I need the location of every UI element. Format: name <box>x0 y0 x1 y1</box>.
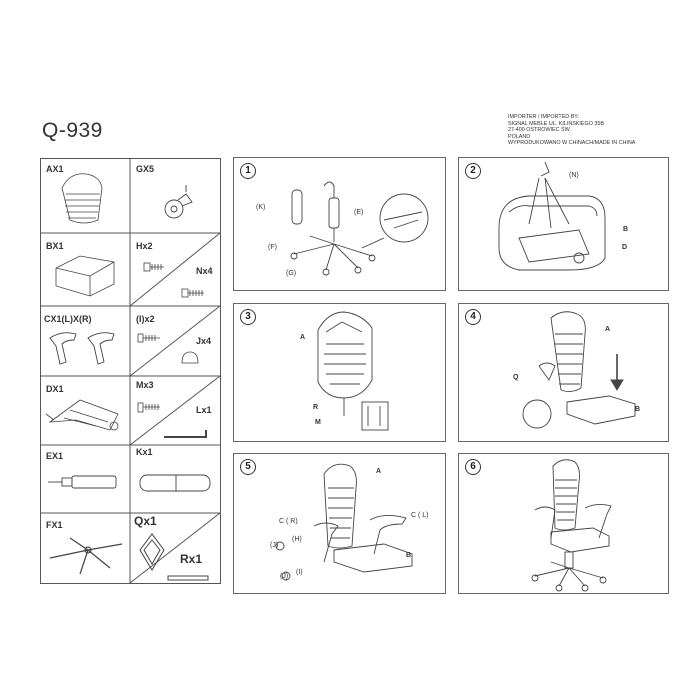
label-n: (N) <box>569 172 579 179</box>
cover-plate-part-icon <box>139 533 209 581</box>
importer-line: IMPORTER / IMPORTED BY: <box>508 114 580 120</box>
hex-key-part-icon <box>137 402 207 438</box>
product-model-title: Q-939 <box>42 119 103 142</box>
step-4-diagram <box>522 311 636 429</box>
label-a: A <box>300 334 306 341</box>
part-label-cx1: CX1(L)X(R) <box>44 314 92 324</box>
importer-line: WYPRODUKOWANO W CHINACH/MADE IN CHINA <box>508 140 636 147</box>
step-2-panel: 2 (N) B D <box>458 157 669 291</box>
part-label-kx1: Kx1 <box>136 447 153 457</box>
parts-list: AX1 GX5 BX1 Hx2 Nx4 CX1(L)X(R) (I)x2 Jx4… <box>40 158 221 584</box>
step-6-panel: 6 <box>458 453 669 594</box>
part-label-bx1: BX1 <box>46 241 64 251</box>
part-label-jx4: Jx4 <box>196 336 212 346</box>
step-5-diagram <box>275 463 413 581</box>
label-e: (E) <box>354 209 364 216</box>
step-1-panel: 1 (K) (E) (F) (G) <box>233 157 446 291</box>
label-c-right: C ( R) <box>279 518 298 525</box>
label-k: (K) <box>256 204 266 211</box>
part-label-lx1: Lx1 <box>196 405 212 415</box>
label-j-top: (J) <box>270 542 279 549</box>
label-a: A <box>605 326 611 333</box>
screw-part-icon <box>143 262 204 298</box>
bolt-cap-part-icon <box>137 333 199 364</box>
label-f: (F) <box>268 244 277 251</box>
label-q: Q <box>513 374 519 381</box>
part-label-ex1: EX1 <box>46 451 64 461</box>
label-i: (I) <box>296 569 303 576</box>
label-j-bottom: (J) <box>280 573 289 580</box>
label-h: (H) <box>292 536 302 543</box>
importer-info: IMPORTER / IMPORTED BY: SIGNAL MEBLE UL.… <box>508 114 635 147</box>
part-label-ix2: (I)x2 <box>136 314 155 324</box>
label-m: M <box>315 419 321 426</box>
label-b: B <box>406 552 412 559</box>
step-4-panel: 4 A Q B <box>458 303 669 442</box>
step-1-diagram <box>290 181 429 276</box>
part-label-hx2: Hx2 <box>136 241 153 251</box>
step-number: 6 <box>465 459 481 475</box>
step-number: 2 <box>465 163 481 179</box>
part-label-ax1: AX1 <box>46 164 64 174</box>
label-b: B <box>623 226 629 233</box>
cylinder-cover-part-icon <box>139 474 211 492</box>
step-number: 3 <box>240 309 256 325</box>
armrest-part-icon <box>49 332 115 365</box>
label-b: B <box>635 406 641 413</box>
gas-lift-part-icon <box>48 475 117 489</box>
importer-line: SIGNAL MEBLE UL. KILIŃSKIEGO 35B <box>508 120 604 127</box>
step-3-diagram <box>317 311 389 431</box>
caster-part-icon <box>164 185 193 219</box>
label-g: (G) <box>286 270 297 277</box>
part-label-rx1: Rx1 <box>180 552 203 566</box>
step-number: 1 <box>240 163 256 179</box>
part-label-fx1: FX1 <box>46 520 63 530</box>
part-label-qx1: Qx1 <box>134 514 157 528</box>
step-5-panel: 5 A C ( R) C ( L) (H) (J) (J) (I) B <box>233 453 446 594</box>
seat-part-icon <box>55 255 115 297</box>
part-label-gx5: GX5 <box>136 164 155 174</box>
step-6-diagram <box>531 459 612 592</box>
part-label-dx1: DX1 <box>46 384 64 394</box>
parts-grid <box>40 158 221 584</box>
step-number: 5 <box>240 459 256 475</box>
label-r: R <box>313 404 319 411</box>
importer-line: 27-400 OSTROWIEC ŚW. <box>508 127 571 134</box>
label-c-left: C ( L) <box>411 512 429 519</box>
part-label-nx4: Nx4 <box>196 266 213 276</box>
step-2-diagram <box>498 161 606 271</box>
step-number: 4 <box>465 309 481 325</box>
step-3-panel: 3 A R M <box>233 303 446 442</box>
star-base-part-icon <box>49 537 123 575</box>
backrest-part-icon <box>61 173 103 224</box>
part-label-mx3: Mx3 <box>136 380 154 390</box>
label-a: A <box>376 468 382 475</box>
importer-line: POLAND <box>508 133 531 140</box>
label-d: D <box>622 244 628 251</box>
mechanism-part-icon <box>45 399 119 431</box>
